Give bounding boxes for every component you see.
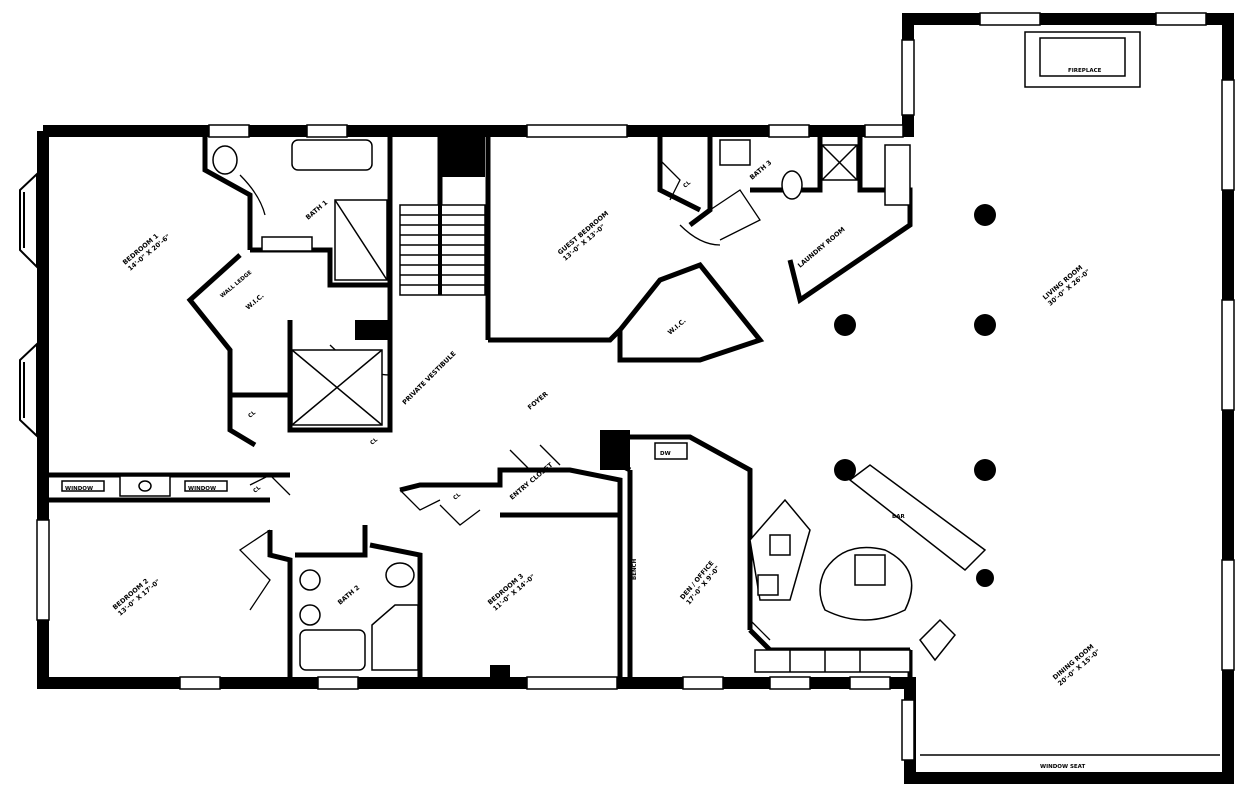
interior-walls bbox=[49, 137, 913, 683]
den-office-label: DEN / OFFICE17'-0" X 9'-0" bbox=[678, 559, 721, 606]
wall-ledge-label: WALL LEDGE bbox=[219, 270, 253, 300]
bar-counter bbox=[848, 464, 987, 571]
bay-windows bbox=[19, 171, 38, 439]
windows bbox=[36, 12, 1235, 761]
bathtub-1 bbox=[291, 139, 373, 171]
bedroom1-label: BEDROOM 114'-0" X 20'-6" bbox=[121, 226, 172, 272]
wic2-label: W.I.C. bbox=[666, 317, 687, 337]
foyer-label: FOYER bbox=[526, 390, 549, 411]
cl-label-1: CL bbox=[247, 410, 257, 420]
window-label-1: WINDOW bbox=[65, 486, 93, 492]
bath3-label: BATH 3 bbox=[748, 159, 773, 182]
bedroom3-label: BEDROOM 311'-0" X 14'-0" bbox=[486, 566, 537, 612]
bath1-label: BATH 1 bbox=[304, 198, 330, 221]
cl-label-4: CL bbox=[682, 180, 692, 190]
stairs bbox=[399, 204, 486, 296]
toilet-3 bbox=[781, 170, 803, 200]
toilet-1 bbox=[212, 145, 238, 175]
fixtures bbox=[61, 31, 1141, 673]
dw-label: DW bbox=[660, 451, 671, 457]
bench-label: BENCH bbox=[632, 558, 638, 580]
wic1-label: W.I.C. bbox=[244, 292, 265, 312]
guest-bedroom-label: GUEST BEDROOM13'-0" X 13'-0" bbox=[556, 209, 615, 262]
entry-closet-label: ENTRY CLOSET bbox=[508, 461, 555, 502]
private-vestibule-label: PRIVATE VESTIBULE bbox=[401, 350, 458, 407]
living-room-label: LIVING ROOM30'-0" X 26'-0" bbox=[1041, 261, 1092, 307]
bedroom2-label: BEDROOM 213'-0" X 17'-0" bbox=[111, 571, 162, 617]
cl-label-2: CL bbox=[252, 485, 262, 495]
toilet-2 bbox=[385, 562, 415, 588]
bathtub-2 bbox=[299, 629, 366, 671]
dining-room-label: DINING ROOM20'-0" X 15'-0" bbox=[1051, 641, 1102, 687]
bar-label: BAR bbox=[892, 514, 905, 520]
cl-label-5: CL bbox=[369, 437, 379, 447]
window-seat-label: WINDOW SEAT bbox=[1040, 764, 1085, 770]
fireplace-label: FIREPLACE bbox=[1068, 68, 1102, 74]
window-label-2: WINDOW bbox=[188, 486, 216, 492]
laundry-room-label: LAUNDRY ROOM bbox=[796, 225, 847, 269]
wall-blocks bbox=[355, 137, 630, 685]
cl-label-3: CL bbox=[452, 492, 462, 502]
columns bbox=[834, 204, 996, 587]
shower-2 bbox=[371, 604, 419, 671]
bath2-label: BATH 2 bbox=[336, 584, 361, 607]
